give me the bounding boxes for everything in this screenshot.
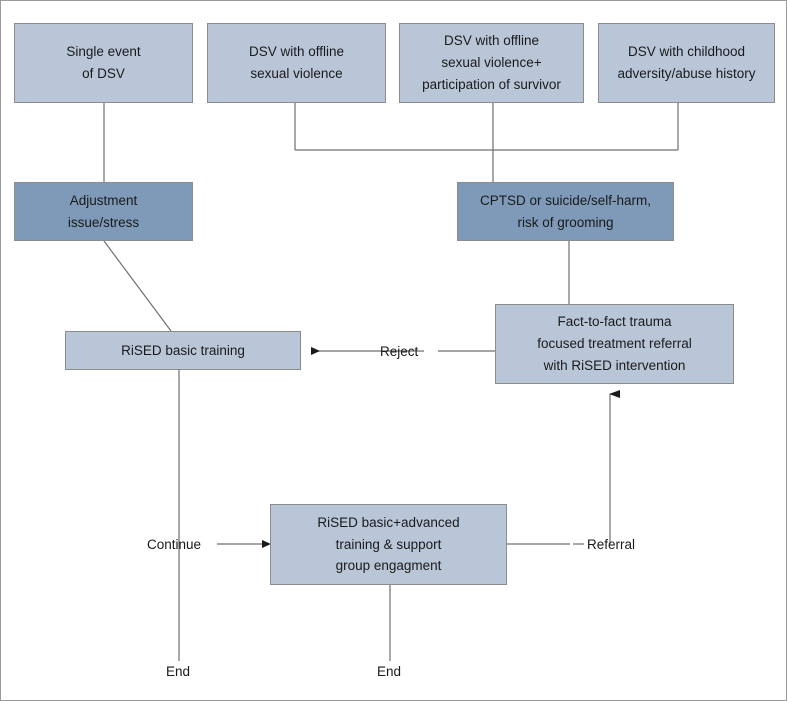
wire-adjustment-to-rised-basic <box>103 240 172 332</box>
node-rised-basic-training[interactable]: RiSED basic training <box>65 331 301 370</box>
node-dsv-with-offline-sexual-violence-participation[interactable]: DSV with offline sexual violence+ partic… <box>399 23 584 103</box>
node-line: adversity/abuse history <box>617 66 756 81</box>
node-line: Adjustment <box>69 192 138 208</box>
node-line: DSV with offline <box>443 33 540 49</box>
edge-label-end-middle: End <box>377 664 402 679</box>
edge-label-reject: Reject <box>380 344 419 359</box>
node-line: RiSED basic+advanced <box>317 514 460 530</box>
node-dsv-with-childhood-adversity[interactable]: DSV with childhood adversity/abuse histo… <box>598 23 775 103</box>
node-single-event-of-dsv[interactable]: Single event of DSV <box>14 23 193 103</box>
node-cptsd-suicide-self-harm[interactable]: CPTSD or suicide/self-harm, risk of groo… <box>457 182 674 241</box>
edge-label-referral: Referral <box>587 537 636 552</box>
node-line: sexual violence <box>250 66 343 81</box>
node-line: Single event <box>66 44 141 60</box>
node-line: participation of survivor <box>422 76 561 92</box>
node-line: RiSED basic training <box>121 342 245 358</box>
node-line: with RiSED intervention <box>543 357 686 373</box>
edge-label-continue: Continue <box>147 537 202 552</box>
node-line: CPTSD or suicide/self-harm, <box>479 192 652 208</box>
node-rised-basic-advanced-training[interactable]: RiSED basic+advanced training & support … <box>270 504 507 585</box>
node-line: of DSV <box>82 66 125 81</box>
node-line: DSV with childhood <box>627 44 746 60</box>
node-line: sexual violence+ <box>441 55 542 71</box>
node-fact-to-fact-trauma-referral[interactable]: Fact-to-fact trauma focused treatment re… <box>495 304 734 384</box>
node-adjustment-issue-stress[interactable]: Adjustment issue/stress <box>14 182 193 241</box>
node-line: training & support <box>335 536 442 552</box>
node-dsv-with-offline-sexual-violence[interactable]: DSV with offline sexual violence <box>207 23 386 103</box>
node-line: group engagment <box>335 558 442 574</box>
node-line: DSV with offline <box>248 44 345 60</box>
edge-label-end-left: End <box>166 664 191 679</box>
node-line: Fact-to-fact trauma <box>557 314 672 330</box>
node-line: issue/stress <box>67 214 140 230</box>
node-line: risk of grooming <box>517 214 614 230</box>
node-line: focused treatment referral <box>537 336 692 352</box>
